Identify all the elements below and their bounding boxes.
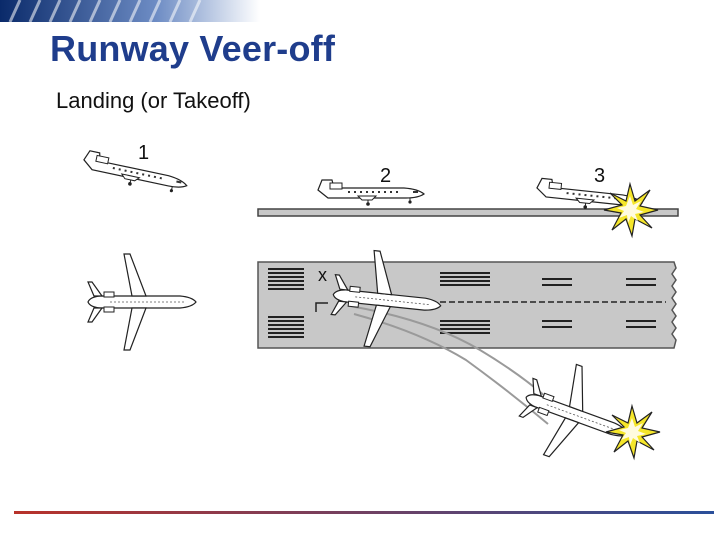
header-decoration: [0, 0, 260, 23]
runway-side-profile: [257, 208, 679, 217]
stage-label-1: 1: [138, 142, 150, 164]
stage-label-2: 2: [380, 165, 392, 187]
slide-title: Runway Veer-off: [50, 28, 336, 69]
impact-burst-icon: [605, 405, 661, 459]
aircraft-approach-side-icon: [80, 149, 191, 198]
impact-burst-icon: [603, 183, 659, 237]
touchdown-point-marker: [315, 302, 328, 312]
runway-plan-view: [257, 261, 677, 349]
aircraft-touchdown-side-icon: [317, 179, 425, 207]
aircraft-top-view-icon: [87, 253, 197, 351]
threshold-markings: [268, 268, 304, 338]
touchdown-marker-label: x: [318, 265, 327, 285]
touchdown-zone-markings: [440, 272, 656, 334]
slide-subtitle: Landing (or Takeoff): [56, 88, 251, 113]
aircraft-veer-off-top-icon: [509, 351, 645, 480]
stage-label-3: 3: [594, 165, 606, 187]
footer-divider: [14, 511, 714, 514]
